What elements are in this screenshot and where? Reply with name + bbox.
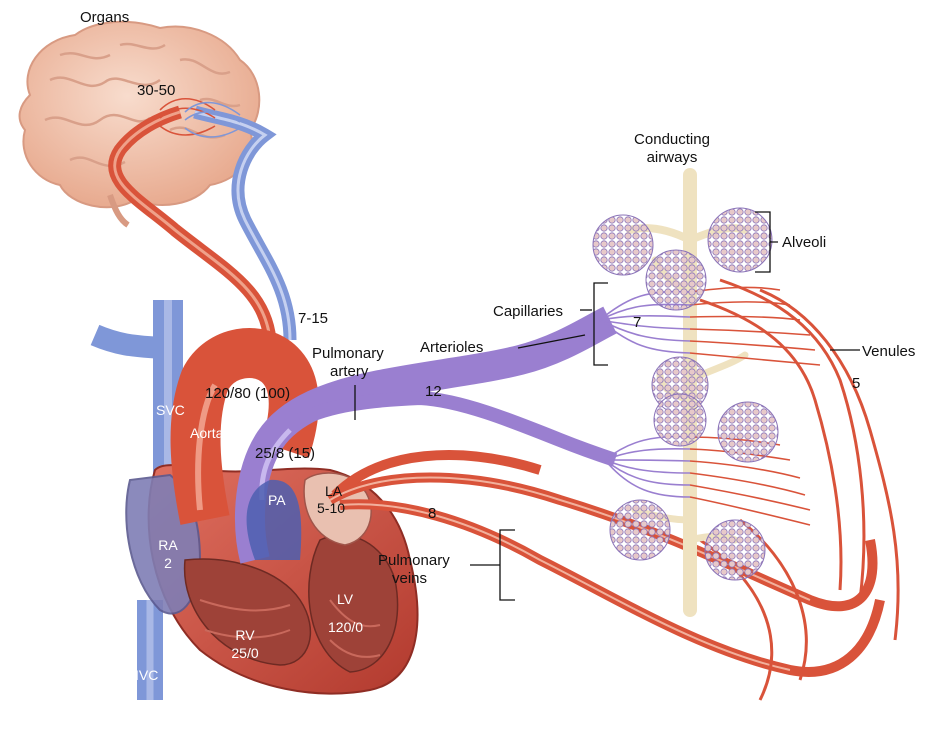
pressure-systemic-veins: 7-15 bbox=[298, 310, 328, 327]
label-aorta: Aorta bbox=[190, 425, 224, 441]
label-pulmonary-veins-1: Pulmonary bbox=[378, 552, 450, 569]
pressure-pulmonary-veins: 8 bbox=[428, 505, 436, 522]
pressure-aorta: 120/80 (100) bbox=[205, 385, 290, 402]
pressure-lv: 120/0 bbox=[328, 619, 363, 635]
label-la: LA bbox=[325, 483, 343, 499]
pressure-rv: 25/0 bbox=[231, 645, 258, 661]
label-svc: SVC bbox=[156, 402, 185, 418]
label-ivc: IVC bbox=[135, 667, 158, 683]
pressure-la: 5-10 bbox=[317, 500, 345, 516]
pressure-pulmonary-artery: 25/8 (15) bbox=[255, 445, 315, 462]
label-conducting-airways-2: airways bbox=[647, 149, 698, 166]
label-pulmonary-artery-1: Pulmonary bbox=[312, 345, 384, 362]
label-rv: RV bbox=[235, 627, 255, 643]
label-pulmonary-artery-2: artery bbox=[330, 363, 369, 380]
pressure-capillaries: 7 bbox=[633, 314, 641, 331]
label-capillaries: Capillaries bbox=[493, 303, 563, 320]
label-venules: Venules bbox=[862, 343, 915, 360]
label-pulmonary-veins-2: veins bbox=[392, 570, 427, 587]
label-alveoli: Alveoli bbox=[782, 234, 826, 251]
label-pa: PA bbox=[268, 492, 286, 508]
pressure-pa-branch: 12 bbox=[425, 383, 442, 400]
pressure-ra: 2 bbox=[164, 555, 172, 571]
label-conducting-airways-1: Conducting bbox=[634, 131, 710, 148]
pressure-organs: 30-50 bbox=[137, 82, 175, 99]
label-ra: RA bbox=[158, 537, 178, 553]
label-organs: Organs bbox=[80, 9, 129, 26]
pressure-venules: 5 bbox=[852, 375, 860, 392]
label-arterioles: Arterioles bbox=[420, 339, 483, 356]
label-lv: LV bbox=[337, 591, 354, 607]
